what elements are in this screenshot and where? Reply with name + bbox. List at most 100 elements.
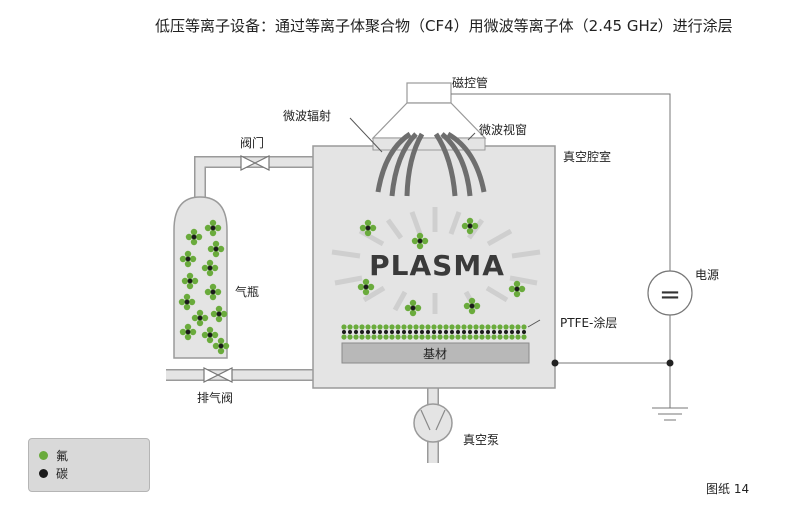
coating-carbon-atom: [516, 330, 520, 334]
coating-fluorine-atom: [365, 334, 371, 340]
coating-fluorine-atom: [455, 334, 461, 340]
leader-lines: [349, 117, 541, 328]
coating-carbon-atom: [438, 330, 442, 334]
coating-fluorine-atom: [479, 324, 485, 330]
coating-fluorine-atom: [389, 334, 395, 340]
coating-fluorine-atom: [383, 324, 389, 330]
coating-carbon-atom: [414, 330, 418, 334]
coating-carbon-atom: [342, 330, 346, 334]
power-supply-label: 电源: [695, 268, 719, 282]
coating-fluorine-atom: [359, 334, 365, 340]
legend: 氟 碳: [28, 438, 150, 492]
coating-fluorine-atom: [455, 324, 461, 330]
coating-fluorine-atom: [419, 334, 425, 340]
coating-fluorine-atom: [383, 334, 389, 340]
legend-label: 氟: [56, 449, 69, 463]
coating-fluorine-atom: [443, 334, 449, 340]
coating-fluorine-atom: [491, 334, 497, 340]
coating-carbon-atom: [372, 330, 376, 334]
coating-fluorine-atom: [353, 324, 359, 330]
carbon-dot-icon: [39, 469, 48, 478]
coating-fluorine-atom: [479, 334, 485, 340]
coating-fluorine-atom: [347, 334, 353, 340]
coating-carbon-atom: [384, 330, 388, 334]
coating-carbon-atom: [366, 330, 370, 334]
coating-fluorine-atom: [443, 324, 449, 330]
vacuum-chamber-label: 真空腔室: [563, 149, 611, 164]
coating-carbon-atom: [420, 330, 424, 334]
coating-fluorine-atom: [485, 334, 491, 340]
coating-fluorine-atom: [401, 324, 407, 330]
legend-label: 碳: [56, 467, 69, 481]
vent-valve-icon[interactable]: [203, 367, 233, 383]
coating-carbon-atom: [504, 330, 508, 334]
plasma-label: PLASMA: [369, 249, 505, 282]
coating-carbon-atom: [408, 330, 412, 334]
legend-item-carbon: 碳: [39, 465, 68, 482]
coating-fluorine-atom: [461, 334, 467, 340]
junction-dot: [666, 359, 674, 367]
coating-carbon-atom: [468, 330, 472, 334]
junction-dot: [551, 359, 559, 367]
coating-fluorine-atom: [485, 324, 491, 330]
coating-carbon-atom: [522, 330, 526, 334]
coating-fluorine-atom: [521, 324, 527, 330]
vacuum-pump-label: 真空泵: [463, 433, 499, 447]
coating-fluorine-atom: [377, 334, 383, 340]
coating-carbon-atom: [462, 330, 466, 334]
legend-item-fluorine: 氟: [39, 447, 68, 464]
coating-carbon-atom: [492, 330, 496, 334]
coating-fluorine-atom: [473, 334, 479, 340]
microwave-window-label: 微波视窗: [479, 122, 527, 137]
coating-fluorine-atom: [449, 334, 455, 340]
magnetron-icon: [371, 82, 487, 151]
coating-fluorine-atom: [467, 334, 473, 340]
coating-fluorine-atom: [449, 324, 455, 330]
coating-fluorine-atom: [425, 324, 431, 330]
coating-carbon-atom: [348, 330, 352, 334]
coating-fluorine-atom: [371, 324, 377, 330]
coating-fluorine-atom: [425, 334, 431, 340]
magnetron-label: 磁控管: [452, 75, 488, 90]
substrate: [341, 342, 530, 364]
microwave-radiation: [375, 131, 487, 197]
valve-icon[interactable]: [240, 155, 270, 171]
valve-label: 阀门: [240, 135, 264, 150]
coating-carbon-atom: [360, 330, 364, 334]
coating-fluorine-atom: [389, 324, 395, 330]
vent-valve-label: 排气阀: [197, 390, 233, 405]
coating-fluorine-atom: [431, 324, 437, 330]
coating-carbon-atom: [396, 330, 400, 334]
coating-carbon-atom: [498, 330, 502, 334]
coating-fluorine-atom: [377, 324, 383, 330]
coating-carbon-atom: [378, 330, 382, 334]
gas-bottle-label: 气瓶: [235, 284, 259, 299]
coating-fluorine-atom: [503, 324, 509, 330]
coating-fluorine-atom: [341, 334, 347, 340]
coating-carbon-atom: [402, 330, 406, 334]
coating-fluorine-atom: [491, 324, 497, 330]
coating-carbon-atom: [456, 330, 460, 334]
coating-fluorine-atom: [359, 324, 365, 330]
coating-fluorine-atom: [515, 334, 521, 340]
coating-carbon-atom: [432, 330, 436, 334]
coating-fluorine-atom: [509, 334, 515, 340]
power-supply-icon: =: [647, 270, 693, 316]
coating-fluorine-atom: [401, 334, 407, 340]
coating-fluorine-atom: [437, 334, 443, 340]
coating-fluorine-atom: [395, 334, 401, 340]
coating-label: PTFE-涂层: [560, 315, 617, 330]
coating-carbon-atom: [426, 330, 430, 334]
coating-fluorine-atom: [371, 334, 377, 340]
fluorine-dot-icon: [39, 451, 48, 460]
ptfe-coating-layer: [341, 324, 527, 340]
coating-fluorine-atom: [461, 324, 467, 330]
coating-fluorine-atom: [347, 324, 353, 330]
coating-fluorine-atom: [413, 324, 419, 330]
coating-fluorine-atom: [521, 334, 527, 340]
coating-fluorine-atom: [341, 324, 347, 330]
coating-fluorine-atom: [365, 324, 371, 330]
coating-carbon-atom: [474, 330, 478, 334]
coating-fluorine-atom: [407, 334, 413, 340]
